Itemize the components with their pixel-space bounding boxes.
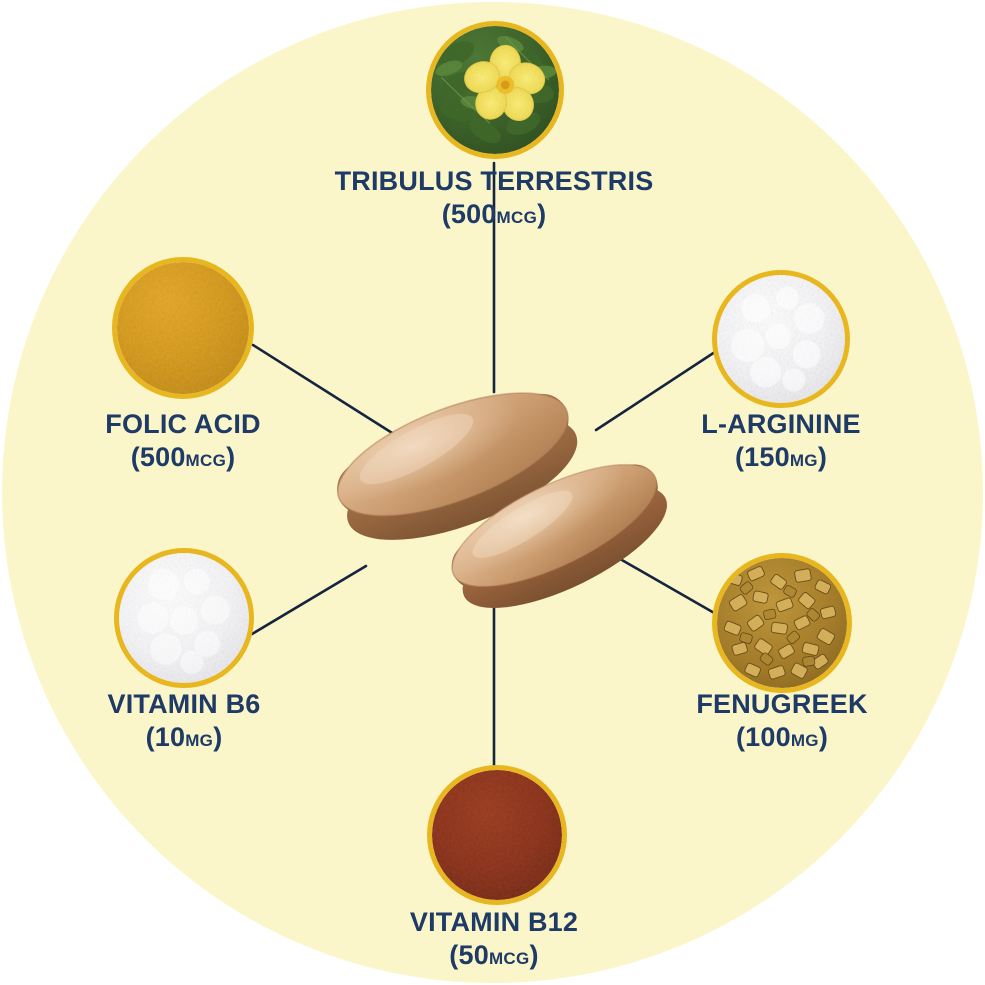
label-vitamin-b6: VITAMIN B6 (10MG) [0, 689, 384, 752]
tablets-group [300, 355, 700, 635]
ingredient-name: FOLIC ACID [105, 409, 261, 439]
ingredient-name: VITAMIN B6 [107, 689, 261, 719]
tribulus-flower-icon [426, 21, 564, 159]
ingredient-dose: (150MG) [734, 442, 828, 473]
ingredient-dose: (50MCG) [449, 940, 539, 971]
tablet-back [336, 392, 578, 540]
ingredient-name: TRIBULUS TERRESTRIS [334, 166, 654, 196]
l-arginine-powder-icon [712, 270, 850, 408]
label-vitamin-b12: VITAMIN B12 (50MCG) [294, 907, 694, 970]
connector-b6 [250, 564, 368, 636]
label-folic-acid: FOLIC ACID (500MCG) [0, 409, 383, 472]
label-l-arginine: L-ARGININE (150MG) [581, 409, 981, 472]
connector-folic [251, 343, 410, 445]
ingredient-dose: (100MG) [735, 722, 829, 753]
connector-fenugreek [606, 550, 718, 616]
vitamin-b6-powder-icon [114, 548, 254, 688]
ingredient-dose: (500MCG) [130, 442, 236, 473]
fenugreek-seeds-icon [712, 553, 852, 693]
connector-arginine [594, 348, 720, 432]
label-tribulus-terrestris: TRIBULUS TERRESTRIS (500MCG) [294, 166, 694, 229]
folic-acid-powder-icon [112, 257, 254, 399]
label-fenugreek: FENUGREEK (100MG) [582, 689, 982, 752]
vitamin-b12-powder-icon [427, 765, 567, 905]
ingredient-name: FENUGREEK [696, 689, 868, 719]
ingredient-dose: (10MG) [145, 722, 223, 753]
ingredient-name: VITAMIN B12 [409, 907, 579, 937]
tablet-front [451, 463, 667, 608]
ingredient-name: L-ARGININE [701, 409, 861, 439]
ingredient-dose: (500MCG) [441, 199, 547, 230]
